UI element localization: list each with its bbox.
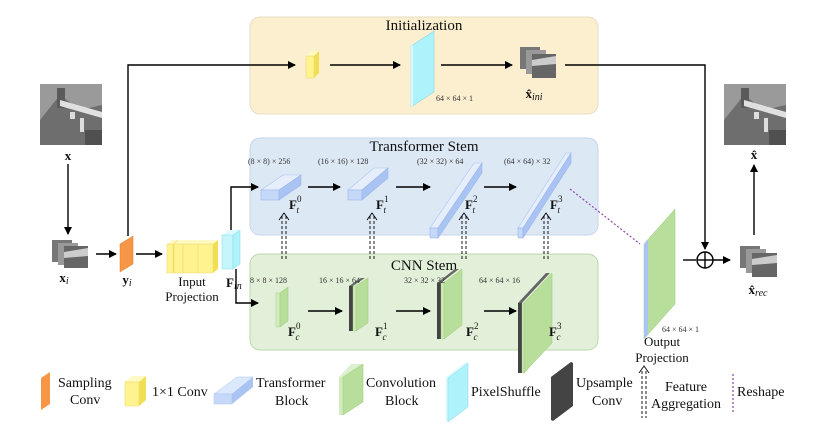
- init-pixelshuffle-block: [410, 30, 435, 108]
- legend-conv1x1-icon: [124, 376, 146, 407]
- legend-pixelshuffle-label: PixelShuffle: [471, 385, 541, 400]
- legend-aggregation-line2: Aggregation: [651, 397, 721, 412]
- legend-conv1x1-label: 1×1 Conv: [152, 385, 208, 400]
- transformer-block-0: [260, 174, 302, 201]
- reshape-line: [569, 188, 641, 245]
- arrow-fin-to-transformer: [230, 183, 259, 230]
- init-dim-label: 64 × 64 × 1: [436, 94, 473, 103]
- init-conv1x1-block: [305, 51, 319, 79]
- output-dim-label: 64 × 64 × 1: [662, 325, 699, 334]
- arrow-yi-to-init: [127, 61, 296, 236]
- legend-reshape-label: Reshape: [737, 385, 784, 400]
- legend: Sampling Conv 1×1 Conv Transformer Block…: [41, 362, 784, 423]
- legend-transformer-icon: [213, 376, 254, 405]
- transformer-dim-0: (8 × 8) × 256: [248, 157, 290, 166]
- sum-node: [696, 251, 714, 269]
- legend-sampling-line1: Sampling: [58, 376, 112, 391]
- cnn-stem-title: CNN Stem: [391, 258, 458, 274]
- output-projection-block: [643, 208, 676, 340]
- legend-convolution-line2: Block: [385, 394, 418, 409]
- feature-aggregation-arrow-1: [366, 212, 378, 259]
- transformer-dim-2: (32 × 32) × 64: [417, 157, 463, 166]
- legend-convolution-icon: [339, 363, 364, 416]
- label-x: x: [65, 148, 72, 163]
- legend-pixelshuffle-icon: [446, 362, 469, 423]
- cnn-dim-1: 16 × 16 × 64: [319, 276, 360, 285]
- image-blocks-xini: [520, 47, 556, 78]
- legend-aggregation-line1: Feature: [665, 380, 707, 395]
- transformer-block-2: [429, 162, 483, 239]
- legend-sampling-icon: [41, 372, 50, 410]
- output-image: [724, 84, 786, 145]
- label-output-projection-2: Projection: [635, 350, 689, 365]
- pixelshuffle-fin-block: [221, 229, 241, 270]
- conv-block-1: [349, 277, 369, 332]
- label-fin: Fin: [226, 275, 242, 292]
- label-yi: yi: [122, 272, 132, 289]
- legend-upsample-icon: [551, 362, 573, 421]
- arrow-xini-to-sum: [565, 64, 709, 250]
- legend-sampling-line2: Conv: [70, 393, 100, 408]
- input-image: [40, 84, 102, 145]
- cnn-dim-3: 64 × 64 × 16: [479, 276, 520, 285]
- feature-aggregation-arrow-3: [540, 212, 552, 259]
- label-input-projection-2: Projection: [165, 289, 219, 304]
- legend-transformer-line1: Transformer: [256, 376, 326, 391]
- conv-block-2: [437, 268, 463, 340]
- cnn-stem-panel: [249, 253, 599, 351]
- label-xi: xi: [59, 270, 69, 287]
- transformer-block-3: [517, 151, 572, 240]
- conv-block-3: [518, 272, 553, 374]
- legend-transformer-line2: Block: [275, 394, 308, 409]
- legend-aggregation-icon: [638, 365, 650, 418]
- initialization-title: Initialization: [386, 18, 463, 34]
- transformer-stem-title: Transformer Stem: [369, 139, 478, 155]
- image-blocks-xi: [52, 240, 88, 268]
- legend-upsample-line2: Conv: [592, 394, 622, 409]
- cnn-dim-0: 8 × 8 × 128: [250, 276, 287, 285]
- label-xini: x̂ini: [525, 86, 542, 103]
- input-projection-blocks: [166, 240, 218, 274]
- image-blocks-xrec: [740, 246, 777, 277]
- transformer-dim-1: (16 × 16) × 128: [318, 157, 368, 166]
- transformer-block-1: [347, 167, 389, 201]
- arrow-fin-to-cnn: [235, 269, 259, 307]
- legend-upsample-line1: Upsample: [576, 376, 633, 391]
- conv-block-0: [275, 286, 289, 328]
- label-output-projection-1: Output: [644, 334, 681, 349]
- feature-aggregation-arrow-0: [278, 212, 290, 259]
- legend-convolution-line1: Convolution: [366, 376, 436, 391]
- cnn-dim-2: 32 × 32 × 32: [404, 276, 445, 285]
- transformer-dim-3: (64 × 64) × 32: [504, 157, 550, 166]
- label-xrec: x̂rec: [749, 282, 768, 299]
- sampling-conv-block: [119, 235, 134, 273]
- feature-aggregation-arrow-2: [458, 212, 470, 259]
- label-xhat: x̂: [751, 147, 758, 162]
- label-input-projection-1: Input: [178, 274, 206, 289]
